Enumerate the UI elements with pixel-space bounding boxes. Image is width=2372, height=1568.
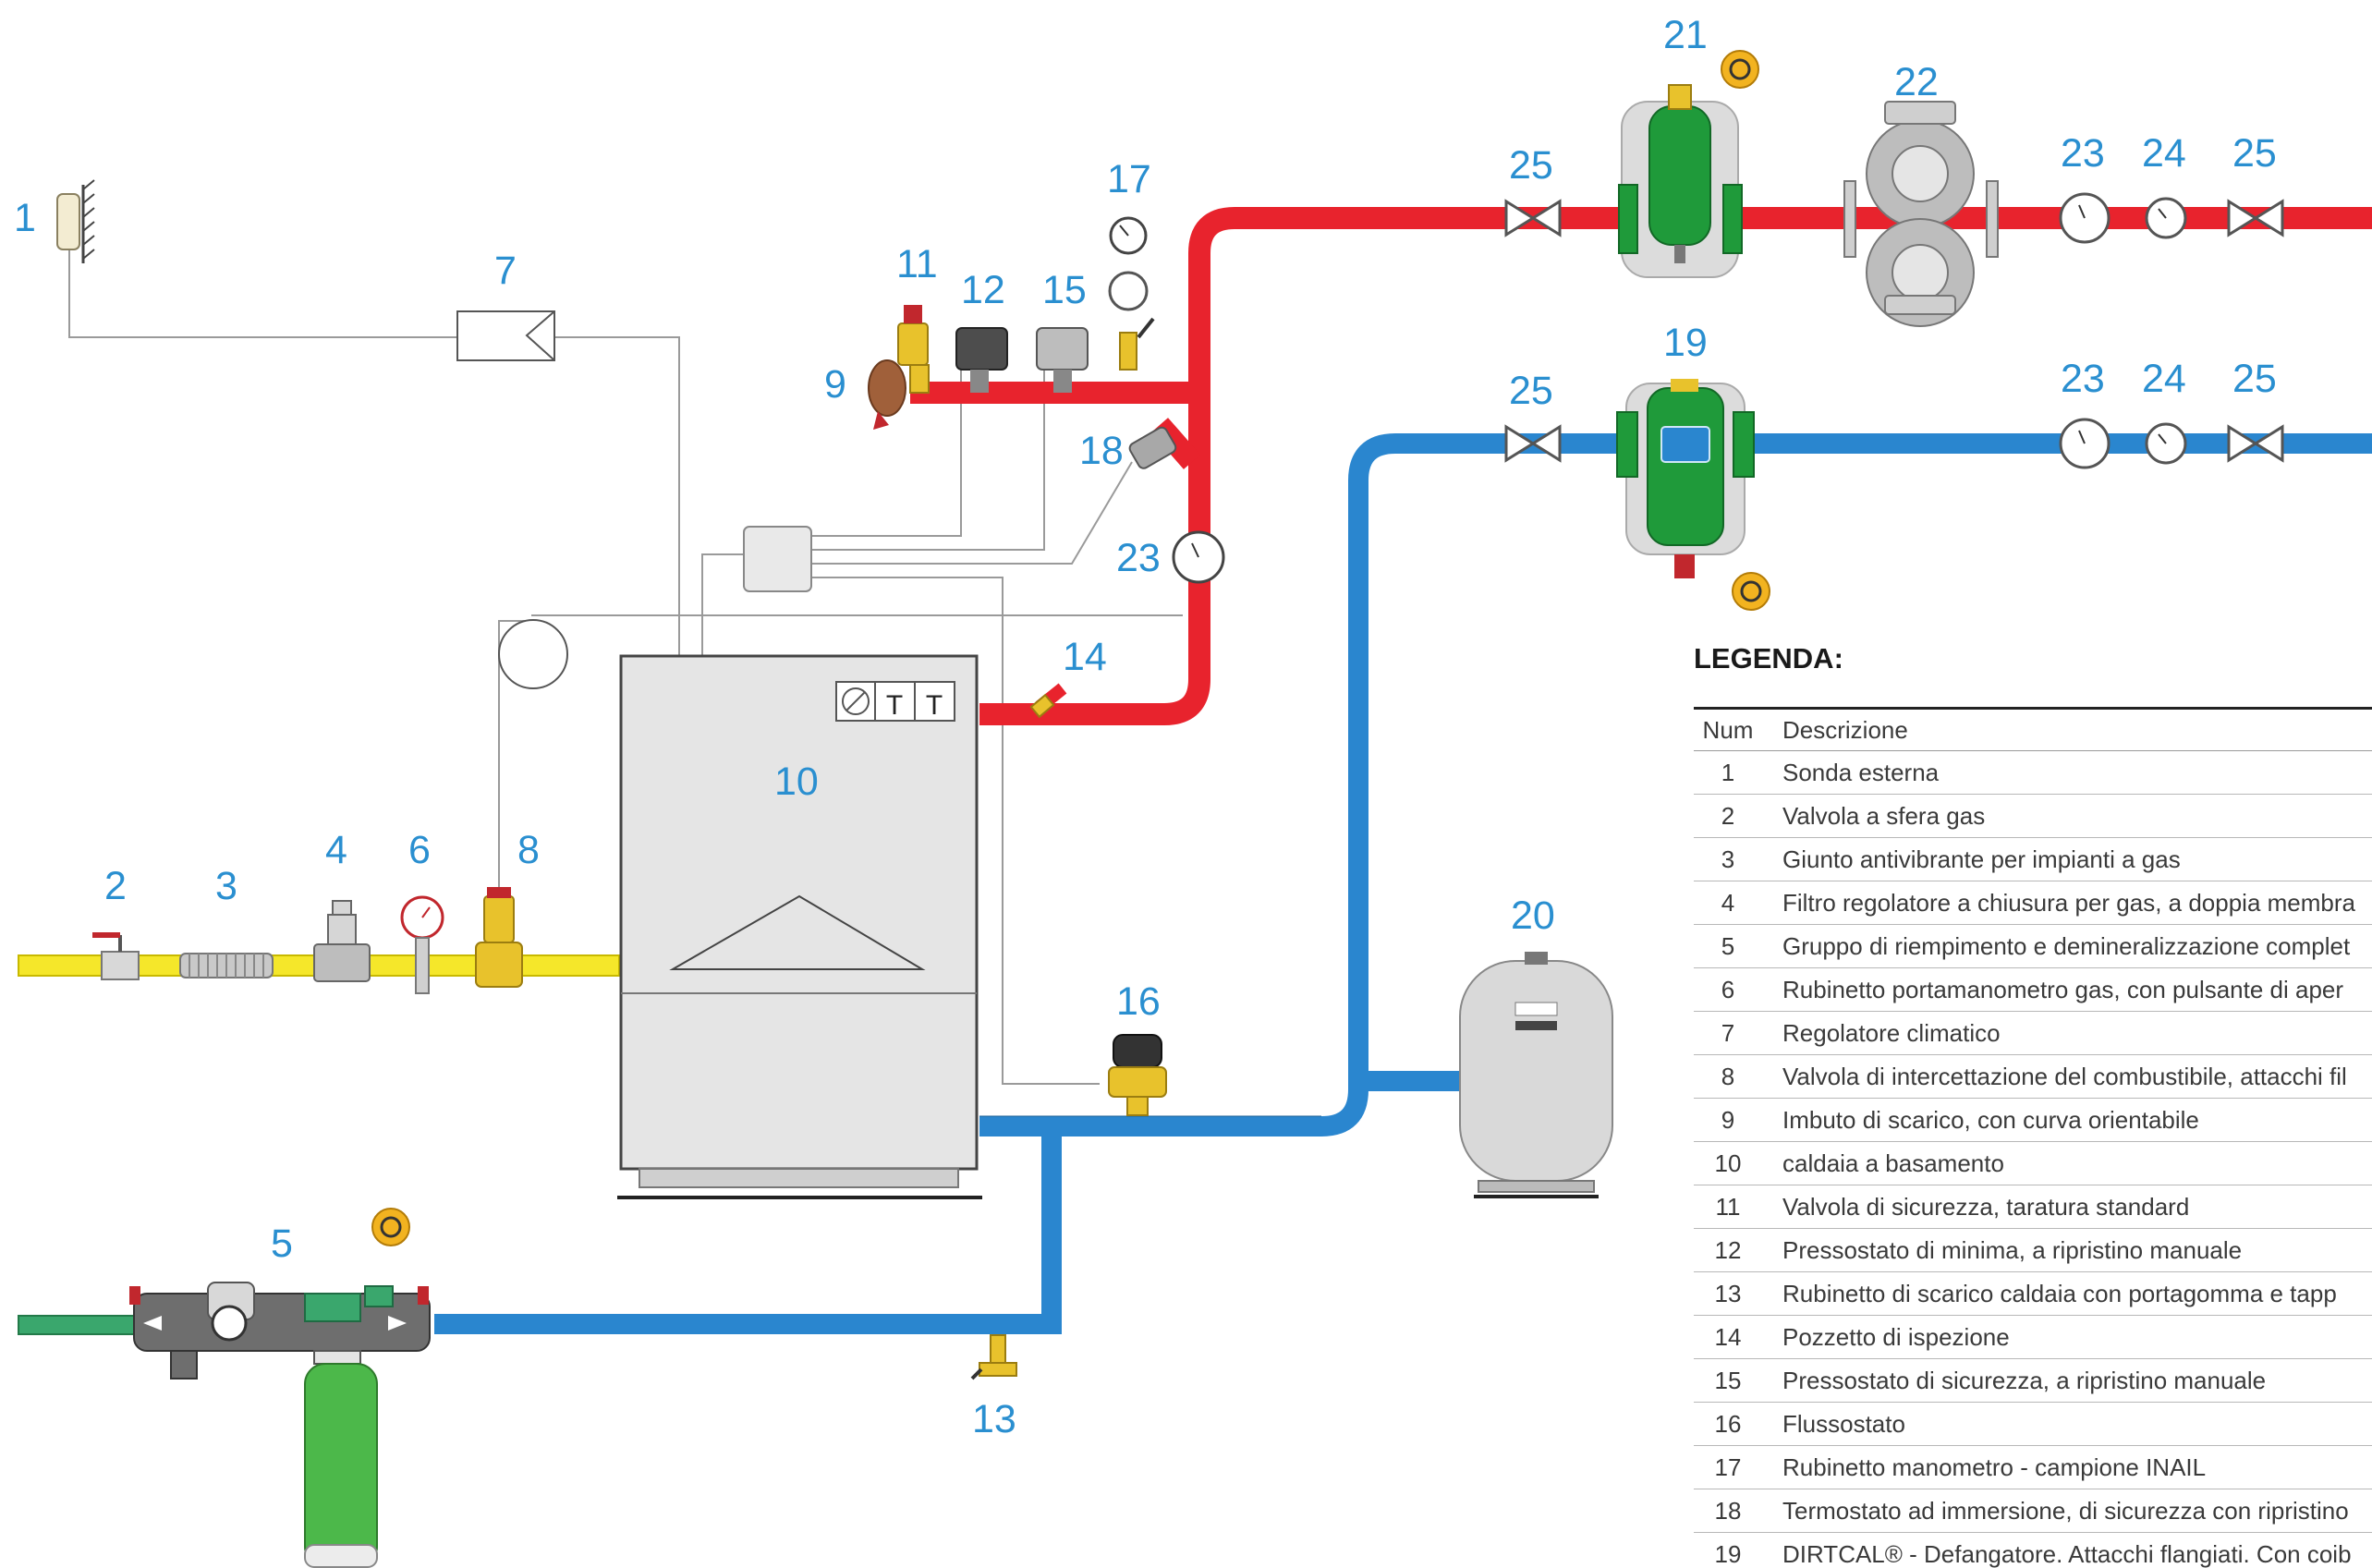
dirt-separator (1616, 379, 1755, 578)
circulator-pump (1843, 101, 1999, 327)
safety-valve (897, 305, 930, 394)
thermometer-supply (2059, 192, 2110, 244)
label-17: 17 (1107, 157, 1151, 201)
label-3: 3 (215, 864, 237, 908)
boiler (617, 654, 982, 1199)
inspection-well (1029, 693, 1055, 719)
capillary-loop (498, 619, 568, 689)
label-23-boiler: 23 (1116, 536, 1161, 580)
gate-valve-return-1 (1504, 424, 1562, 463)
gauge-valve-inail (1108, 216, 1155, 371)
label-15: 15 (1042, 268, 1087, 312)
label-25-return-2: 25 (2232, 357, 2277, 401)
label-11: 11 (896, 242, 938, 286)
gas-ball-valve (92, 932, 140, 980)
label-1: 1 (14, 196, 36, 240)
label-12: 12 (961, 268, 1005, 312)
label-2: 2 (104, 864, 127, 908)
label-16: 16 (1116, 979, 1161, 1024)
manometer-supply (2145, 197, 2187, 239)
label-24-return: 24 (2142, 357, 2186, 401)
gate-valve-supply-2 (2227, 199, 2284, 237)
gate-valve-supply-1 (1504, 199, 1562, 237)
label-6: 6 (408, 828, 431, 872)
gas-regulator-filter (313, 900, 371, 982)
label-4: 4 (325, 828, 347, 872)
control-wiring (68, 249, 1183, 1085)
boiler-panel-t2: T (926, 690, 943, 721)
label-23-supply: 23 (2061, 131, 2105, 176)
drain-cock (970, 1334, 1017, 1380)
label-10: 10 (774, 760, 819, 804)
outdoor-sensor (56, 179, 95, 263)
label-25-supply-2: 25 (2232, 131, 2277, 176)
climate-regulator (456, 310, 555, 361)
label-20: 20 (1511, 893, 1555, 938)
label-19: 19 (1663, 321, 1708, 365)
boiler-panel-t1: T (886, 690, 903, 721)
manometer-return (2145, 422, 2187, 465)
insulation-badge-icon (1721, 50, 1759, 89)
anti-vibration-joint (179, 953, 274, 978)
label-24-supply: 24 (2142, 131, 2186, 176)
label-25-supply-1: 25 (1509, 143, 1553, 188)
gas-gauge-valve (400, 895, 444, 994)
gate-valve-return-2 (2227, 424, 2284, 463)
insulation-badge-icon (371, 1208, 410, 1246)
label-5: 5 (271, 1222, 293, 1266)
label-14: 14 (1063, 635, 1107, 679)
immersion-thermostat (1128, 426, 1177, 469)
return-pipe (434, 433, 2372, 1334)
safety-pressure-switch (1036, 327, 1089, 393)
label-25-return-1: 25 (1509, 369, 1553, 413)
junction-box (743, 526, 812, 592)
insulation-badge-icon (1732, 572, 1770, 611)
flow-switch (1108, 1034, 1167, 1116)
label-9: 9 (824, 362, 846, 407)
label-8: 8 (517, 828, 540, 872)
fuel-shutoff-valve (475, 887, 523, 988)
discharge-funnel (868, 359, 906, 430)
min-pressure-switch (955, 327, 1008, 393)
label-22: 22 (1894, 60, 1939, 104)
filling-group (129, 1282, 431, 1568)
label-13: 13 (972, 1397, 1016, 1441)
water-inlet-pipe (18, 1315, 149, 1335)
air-separator (1618, 84, 1743, 278)
label-7: 7 (494, 249, 517, 293)
supply-thermometer (1172, 530, 1225, 584)
expansion-vessel (1459, 952, 1613, 1198)
thermometer-return (2059, 418, 2110, 469)
label-21: 21 (1663, 13, 1708, 57)
label-18: 18 (1079, 429, 1124, 473)
label-23-return: 23 (2061, 357, 2105, 401)
